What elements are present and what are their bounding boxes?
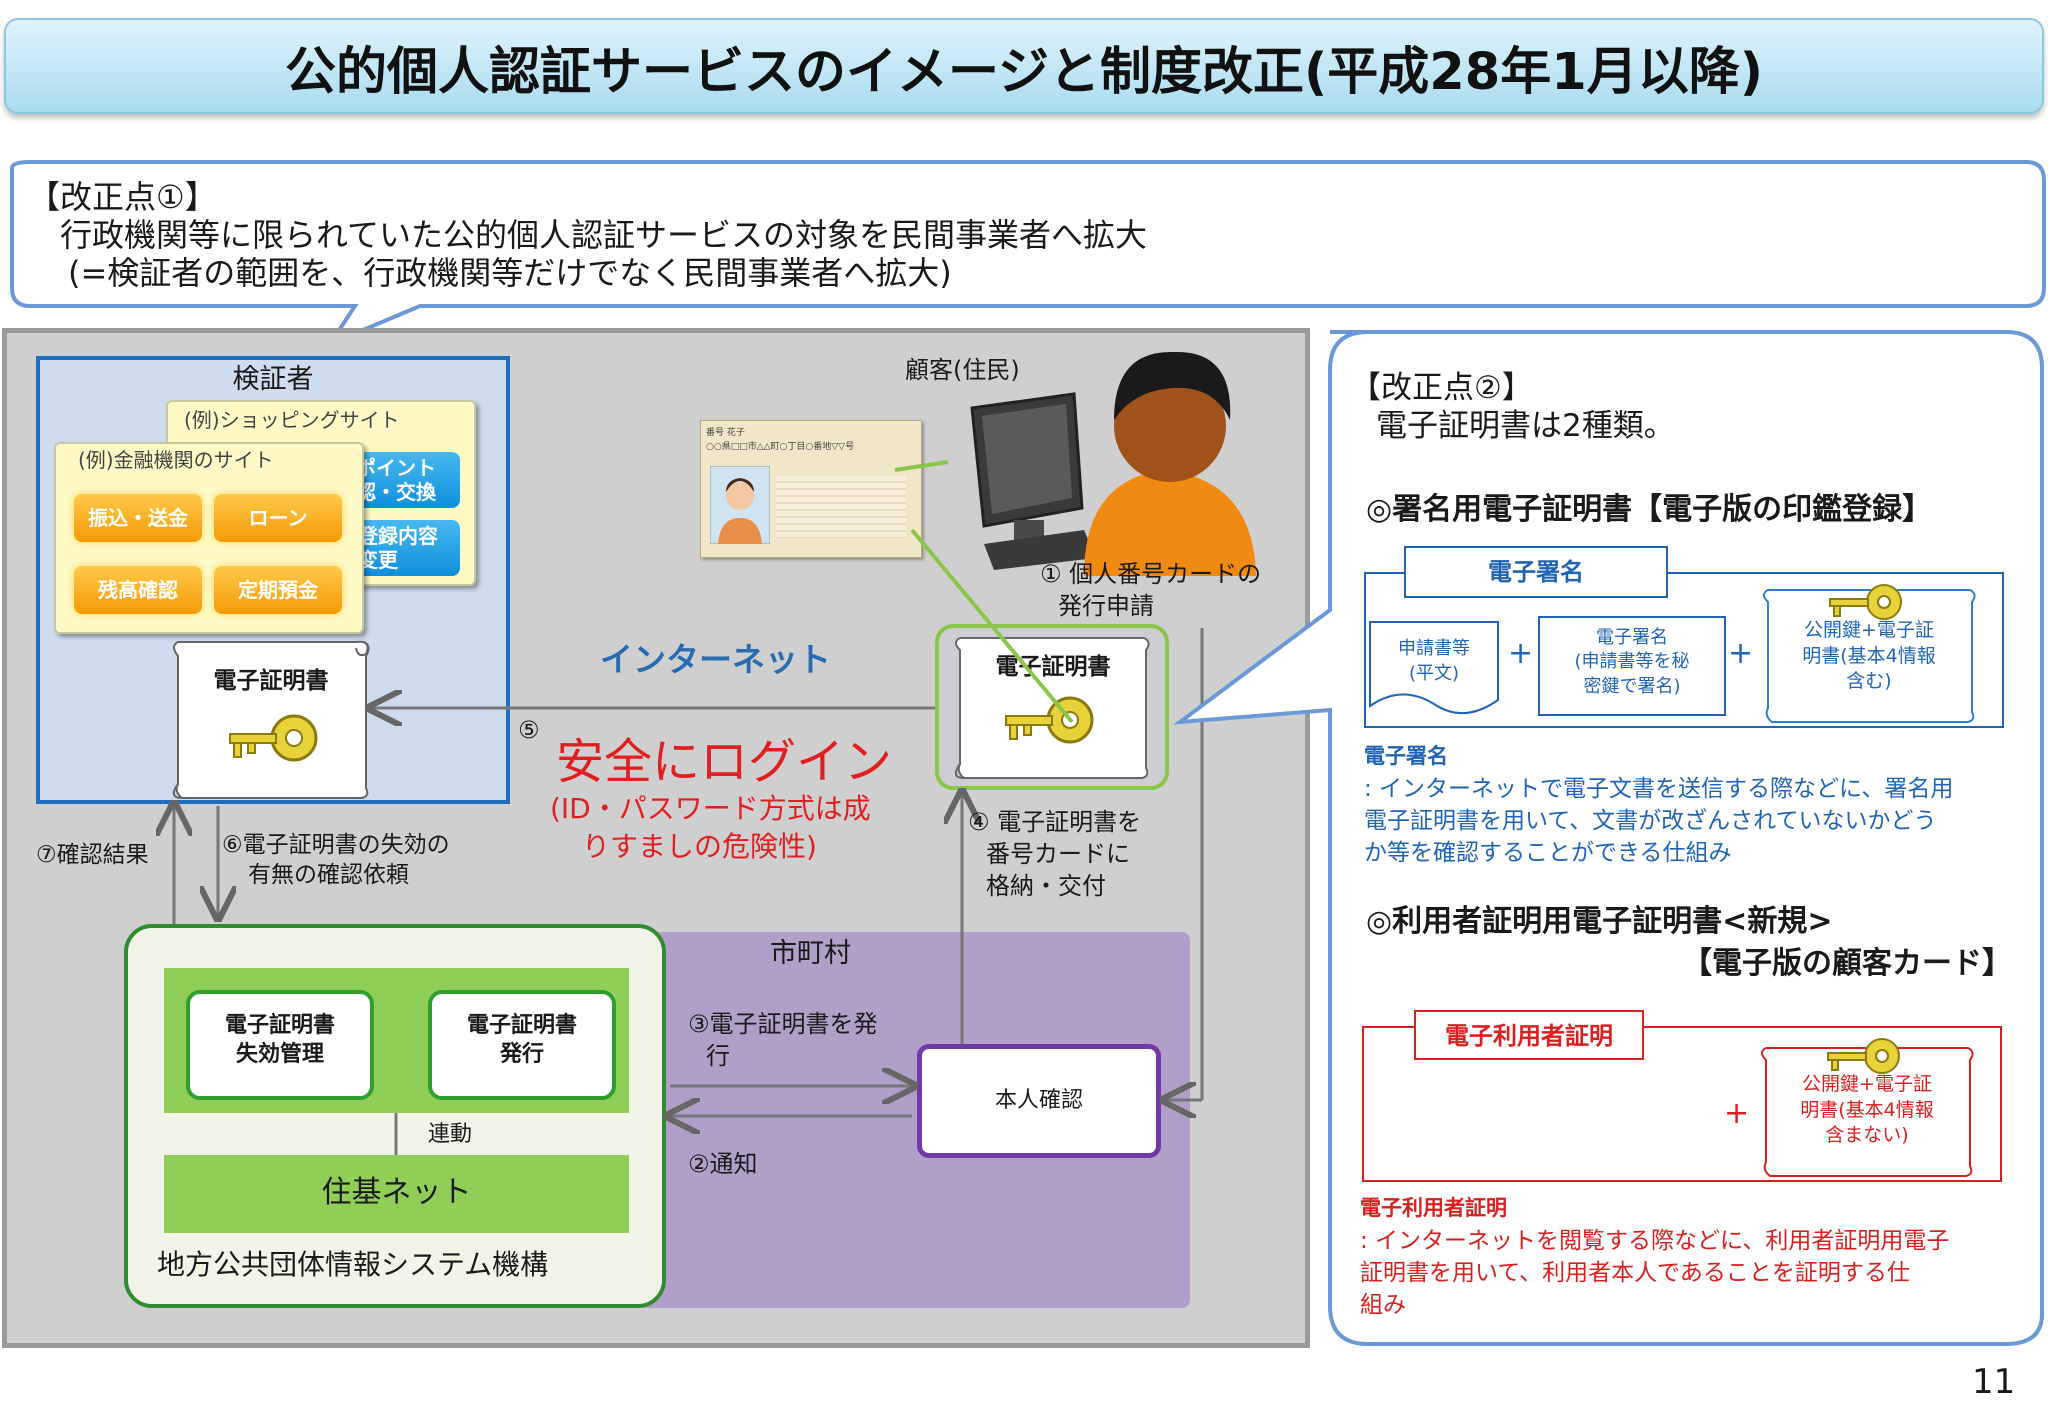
- plus-sign: +: [1508, 636, 1534, 671]
- user-desc-line-2: 証明書を用いて、利用者本人であることを証明する仕: [1360, 1260, 1910, 1286]
- step-3-line-1: ③電子証明書を発: [688, 1010, 878, 1038]
- user-public-key-label: 公開鍵+電子証 明書(基本4情報 含まない): [1800, 1073, 1934, 1147]
- step-7-label: ⑦確認結果: [36, 842, 149, 868]
- municipality-label: 市町村: [770, 938, 851, 969]
- safe-login-label: 安全にログイン: [556, 734, 893, 790]
- key-icon: [1829, 584, 1902, 620]
- customer-label: 顧客(住民): [905, 356, 1020, 384]
- key-icon: [229, 714, 318, 762]
- step-1-line-1: ① 個人番号カードの: [1040, 560, 1262, 588]
- step-4-line-1: ④ 電子証明書を: [968, 808, 1142, 836]
- public-key-scroll: [1761, 1047, 1974, 1177]
- sign-desc-title: 電子署名: [1364, 744, 1448, 768]
- safe-login-note-1: (ID・パスワード方式は成: [550, 792, 871, 825]
- callout-1-line-2: (=検証者の範囲を、行政機関等だけでなく民間事業者へ拡大): [68, 254, 952, 292]
- user-cert-title: ◎利用者証明用電子証明書<新規>: [1366, 904, 1833, 939]
- verifier-cert-label: 電子証明書: [213, 668, 329, 694]
- safe-login-note-2: りすましの危険性): [582, 830, 817, 863]
- callout-1-frame: [10, 160, 2046, 349]
- sign-desc-line-2: 電子証明書を用いて、文書が改ざんされていないかどう: [1364, 808, 1937, 834]
- verifier-title: 検証者: [232, 364, 314, 395]
- document-icon: [1369, 621, 1499, 715]
- shopping-site-label: (例)ショッピングサイト: [184, 408, 400, 432]
- plus-sign: +: [1728, 636, 1754, 671]
- public-key-label: 公開鍵+電子証 明書(基本4情報 含む): [1802, 619, 1936, 693]
- page-number: 11: [1972, 1362, 2016, 1402]
- registration-change-button[interactable]: 登録内容 変更: [350, 520, 460, 576]
- page-title: 公的個人認証サービスのイメージと制度改正(平成28年1月以降): [284, 43, 1764, 102]
- card-address-field: ○○県□□市△△町○丁目○番地▽▽号: [706, 442, 855, 452]
- identity-check-box: [917, 1044, 1161, 1158]
- juki-net-bar: [164, 1155, 629, 1233]
- public-key-scroll: [1763, 589, 1976, 723]
- card-name-field: 番号 花子: [706, 428, 745, 438]
- revocation-management-box: 電子証明書 失効管理: [186, 990, 374, 1100]
- sign-tab: [1404, 546, 1668, 598]
- step-1-line-2: 発行申請: [1058, 592, 1154, 620]
- callout-1-heading: 【改正点①】: [28, 178, 217, 216]
- step-4-line-3: 格納・交付: [986, 872, 1106, 900]
- step-6-line-2: 有無の確認依頼: [248, 862, 409, 888]
- step-6-line-1: ⑥電子証明書の失効の: [222, 832, 450, 858]
- bank-site-label: (例)金融機関のサイト: [78, 448, 274, 472]
- user-desc-title: 電子利用者証明: [1360, 1196, 1507, 1220]
- customer-avatar-icon: [970, 351, 1256, 576]
- step-3-line-2: 行: [706, 1042, 730, 1070]
- sign-cert-title: ◎署名用電子証明書【電子版の印鑑登録】: [1366, 492, 1933, 527]
- user-desc-line-3: 組み: [1360, 1292, 1406, 1318]
- cert-issuance-box: 電子証明書 発行: [428, 990, 616, 1100]
- verifier-cert-scroll: [172, 640, 370, 799]
- sign-desc-line-1: : インターネットで電子文書を送信する際などに、署名用: [1364, 776, 1954, 802]
- step-4-line-2: 番号カードに: [986, 840, 1130, 868]
- identity-check-label: 本人確認: [994, 1088, 1083, 1113]
- callout-2-heading: 【改正点②】: [1350, 370, 1533, 406]
- step-5-label: ⑤: [518, 716, 540, 744]
- time-deposit-button[interactable]: 定期預金: [214, 566, 342, 614]
- card-photo-icon: [710, 466, 770, 544]
- loan-button[interactable]: ローン: [214, 494, 342, 542]
- key-icon: [1827, 1038, 1900, 1074]
- callout-2-line-1: 電子証明書は2種類。: [1376, 408, 1675, 444]
- signature-label: 電子署名 (申請書等を秘 密鍵で署名): [1574, 627, 1690, 697]
- plus-sign: +: [1724, 1096, 1750, 1131]
- card-detail-area: [776, 476, 906, 538]
- user-cert-label: 電子証明書: [995, 654, 1111, 680]
- user-cert-subtitle: 【電子版の顧客カード】: [1682, 946, 2012, 981]
- jlis-name: 地方公共団体情報システム機構: [157, 1248, 549, 1281]
- user-proof-tab: [1414, 1010, 1644, 1060]
- user-proof-box: [1362, 1026, 2002, 1182]
- callout-1-line-1: 行政機関等に限られていた公的個人認証サービスの対象を民間事業者へ拡大: [60, 216, 1148, 254]
- transfer-button[interactable]: 振込・送金: [74, 494, 202, 542]
- sign-cert-box: [1364, 572, 2004, 728]
- title-bar: [4, 18, 2044, 114]
- internet-label: インターネット: [600, 640, 831, 679]
- user-desc-line-1: : インターネットを閲覧する際などに、利用者証明用電子: [1360, 1228, 1950, 1254]
- sign-document-label: 申請書等 (平文): [1398, 638, 1470, 685]
- balance-button[interactable]: 残高確認: [74, 566, 202, 614]
- renkei-label: 連動: [428, 1122, 473, 1147]
- sign-tab-label: 電子署名: [1488, 558, 1584, 586]
- sign-desc-line-3: か等を確認することができる仕組み: [1364, 840, 1732, 866]
- points-button[interactable]: ポイント 認・交換: [350, 452, 460, 508]
- user-proof-tab-label: 電子利用者証明: [1445, 1022, 1613, 1050]
- signature-box: [1538, 616, 1726, 716]
- juki-net-label: 住基ネット: [321, 1175, 472, 1210]
- step-2-label: ②通知: [688, 1150, 758, 1178]
